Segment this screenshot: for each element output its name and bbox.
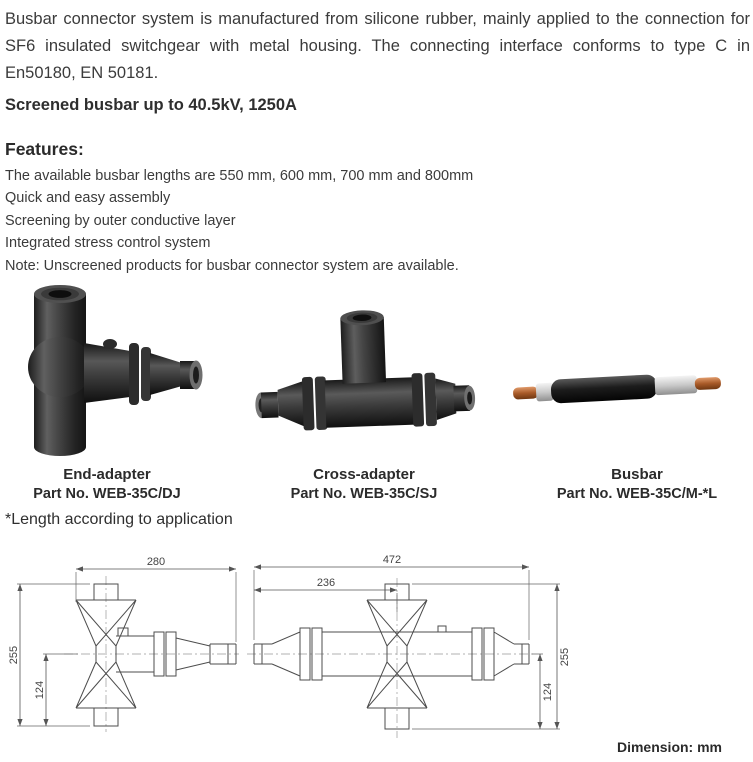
product-name: Busbar (611, 466, 663, 483)
cross-adapter-drawing: 472 236 255 124 (247, 554, 571, 738)
dim-label-124: 124 (34, 681, 46, 699)
dim-label-255: 255 (8, 646, 20, 664)
cross-adapter-label: Cross-adapter Part No. WEB-35C/SJ (264, 466, 464, 502)
dim-label-255: 255 (559, 648, 571, 666)
dimension-unit-note: Dimension: mm (616, 739, 722, 755)
length-note: *Length according to application (5, 511, 233, 528)
end-adapter-body (28, 285, 203, 456)
rating-subtitle: Screened busbar up to 40.5kV, 1250A (5, 96, 297, 114)
busbar-screen-layer (550, 374, 658, 404)
busbar-body (513, 374, 721, 404)
product-name: Cross-adapter (313, 466, 415, 483)
dimension-length: 280 (76, 556, 236, 572)
busbar-copper-end (694, 377, 721, 390)
busbar-label: Busbar Part No. WEB-35C/M-*L (537, 466, 737, 502)
extension-lines (17, 572, 237, 727)
dimension-half-length: 236 (254, 577, 397, 593)
dimension-length: 472 (254, 554, 529, 570)
feature-item: Integrated stress control system (5, 235, 211, 252)
feature-item: Screening by outer conductive layer (5, 212, 236, 229)
dimension-lower: 124 (34, 654, 49, 726)
feature-item: Quick and easy assembly (5, 190, 171, 207)
cross-adapter-body (255, 310, 476, 431)
extension-lines (253, 570, 560, 730)
feature-item: The available busbar lengths are 550 mm,… (5, 168, 474, 184)
centerlines (247, 578, 535, 738)
end-adapter-drawing: 280 255 124 (8, 556, 239, 732)
part-outline (253, 583, 530, 730)
dimension-lower: 124 (537, 654, 554, 729)
dim-label-280: 280 (147, 556, 165, 568)
feature-item: Note: Unscreened products for busbar con… (5, 257, 459, 274)
product-part-no: Part No. WEB-35C/DJ (33, 486, 181, 502)
dimension-height: 255 (554, 584, 571, 729)
end-adapter-label: End-adapter Part No. WEB-35C/DJ (7, 466, 207, 502)
busbar-photo (513, 374, 721, 404)
part-outline (75, 583, 237, 727)
dim-label-124: 124 (542, 683, 554, 701)
busbar-copper-end (513, 386, 539, 400)
dim-label-472: 472 (383, 554, 401, 566)
cross-adapter-photo (255, 310, 476, 431)
product-name: End-adapter (63, 466, 151, 483)
centerlines (64, 576, 239, 732)
features-heading: Features: (5, 139, 84, 159)
end-adapter-photo (28, 285, 203, 456)
dim-label-236: 236 (317, 577, 335, 589)
product-part-no: Part No. WEB-35C/M-*L (556, 486, 718, 502)
intro-paragraph: Busbar connector system is manufactured … (5, 10, 750, 82)
features-list: The available busbar lengths are 550 mm,… (5, 165, 473, 277)
product-part-no: Part No. WEB-35C/SJ (290, 486, 438, 502)
dimension-height: 255 (8, 584, 23, 726)
